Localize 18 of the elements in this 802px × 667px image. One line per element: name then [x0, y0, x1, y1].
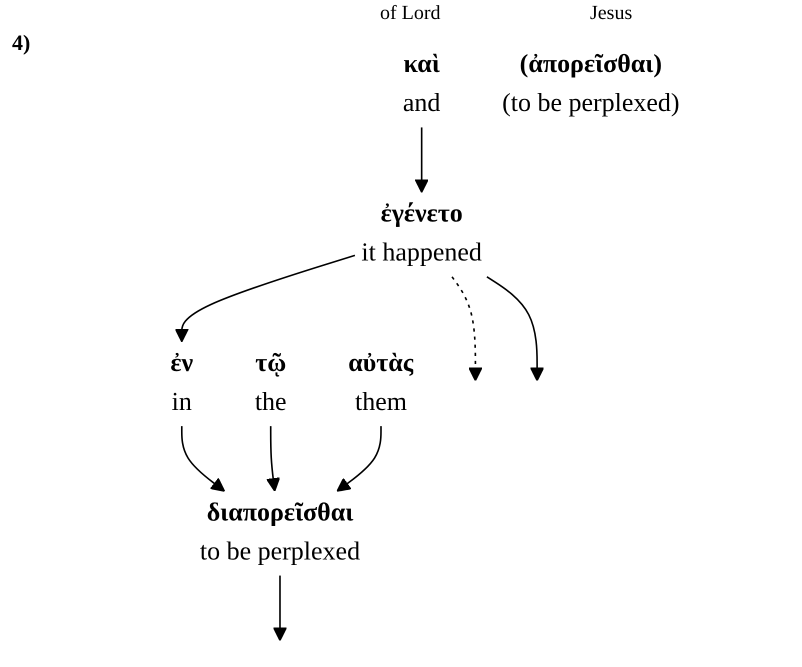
top-text: of Lord	[380, 2, 441, 25]
arrow	[180, 426, 226, 492]
node-text: ἐν in	[170, 350, 194, 416]
node-text: καὶ and	[402, 51, 440, 118]
arrow	[266, 426, 280, 492]
arrow	[414, 127, 429, 194]
top-text: Jesus	[590, 2, 632, 25]
arrow	[174, 254, 356, 342]
node-text: (ἀπορεῖσθαι) (to be perplexed)	[502, 51, 680, 118]
example-number: 4)	[12, 30, 30, 56]
arrow	[451, 276, 483, 382]
node-text: τῷ the	[254, 350, 287, 416]
node-text: διαπορεῖσθαι to be perplexed	[200, 499, 360, 566]
node-text: αὐτὰς them	[348, 350, 414, 416]
arrow	[272, 576, 288, 642]
arrow	[336, 426, 382, 492]
arrow	[486, 276, 544, 382]
node-text: ἐγένετο it happened	[361, 200, 482, 268]
